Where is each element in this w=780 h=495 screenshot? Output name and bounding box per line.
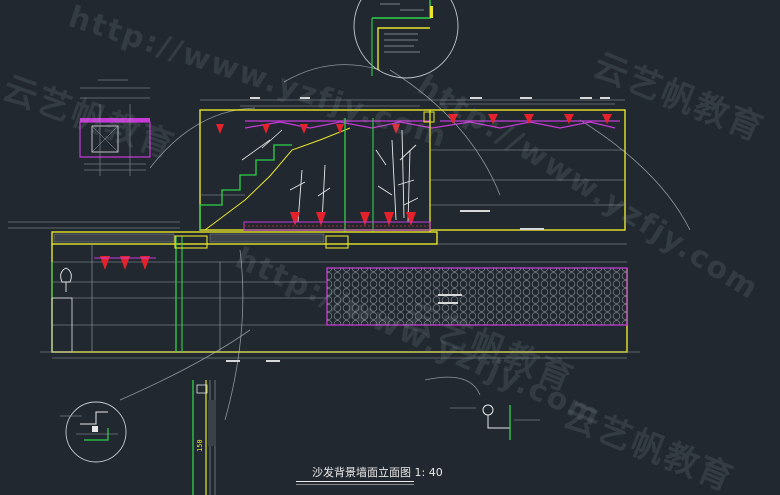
leader-arc-6 (424, 376, 481, 396)
drawing-title: 沙发背景墙面立面图 1: 40 (312, 464, 443, 480)
leader-arc-1 (149, 107, 256, 169)
leader-arc-4 (224, 249, 244, 421)
dimension-value: 150 (196, 439, 204, 452)
construction-arcs (119, 64, 691, 421)
dimension-label: 150 (196, 439, 204, 452)
leader-arc-7 (579, 119, 691, 231)
lower-elevation (8, 221, 640, 359)
detail-section-bottom (192, 380, 216, 495)
ceiling-lights (216, 114, 612, 134)
detail-circle-left (60, 401, 127, 463)
drawing-title-name: 沙发背景墙面立面图 (312, 466, 411, 479)
detail-section-left-top (79, 79, 151, 176)
decor-figure (60, 267, 72, 292)
lower-lights (100, 256, 150, 270)
leader-arc-5 (119, 329, 251, 401)
planter-lights (290, 212, 416, 226)
detail-lamp-right (450, 404, 540, 440)
title-underline (296, 481, 414, 482)
drawing-scale: 1: 40 (414, 466, 443, 479)
detail-circle-top (353, 0, 459, 79)
leader-arc-2 (283, 64, 381, 83)
upper-elevation (199, 99, 626, 232)
title-underline-thin (296, 484, 414, 485)
dimension-marks (226, 97, 610, 362)
leader-arc-3 (389, 69, 501, 196)
